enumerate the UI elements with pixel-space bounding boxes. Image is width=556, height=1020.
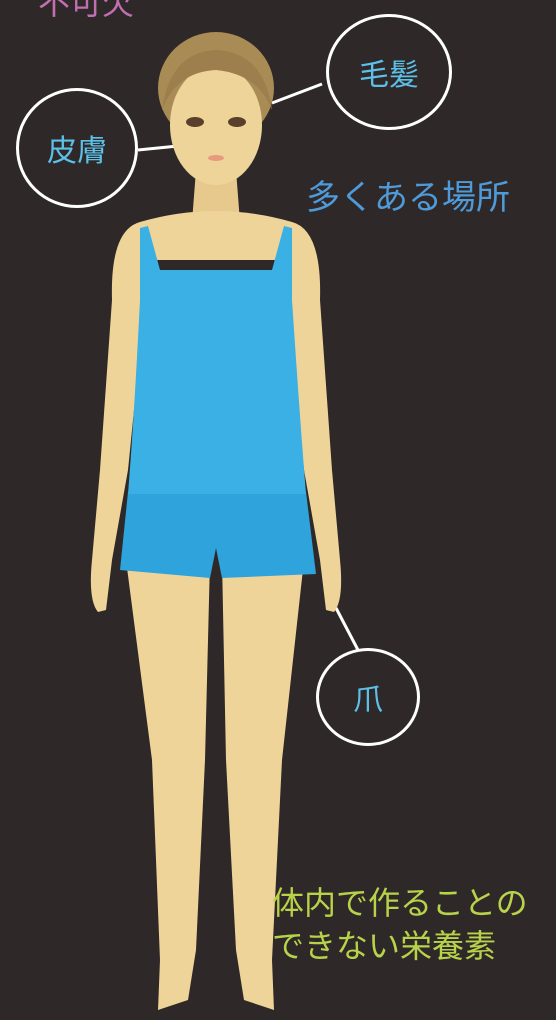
- nail-connector: [336, 608, 358, 650]
- face: [170, 65, 262, 185]
- skin-label: 皮膚: [16, 88, 138, 208]
- nutrient-caption-line2: できない栄養素: [272, 925, 528, 968]
- hair-label-text: 毛髪: [359, 50, 419, 94]
- places-heading: 多くある場所: [306, 170, 510, 219]
- camisole: [128, 226, 306, 494]
- skin-connector: [138, 146, 178, 150]
- shorts: [120, 492, 316, 578]
- hair-connector: [272, 84, 322, 103]
- nail-label: 爪: [316, 648, 420, 746]
- chest: [140, 211, 292, 260]
- left-leg: [126, 560, 210, 1010]
- hair-label: 毛髪: [326, 14, 452, 130]
- nutrient-caption-line1: 体内で作ることの: [272, 882, 528, 925]
- skin-label-text: 皮膚: [47, 126, 107, 170]
- left-eye: [186, 117, 204, 127]
- right-eye: [228, 117, 246, 127]
- nutrient-caption: 体内で作ることの できない栄養素: [272, 882, 528, 968]
- lips: [208, 155, 224, 161]
- nail-label-text: 爪: [353, 675, 383, 719]
